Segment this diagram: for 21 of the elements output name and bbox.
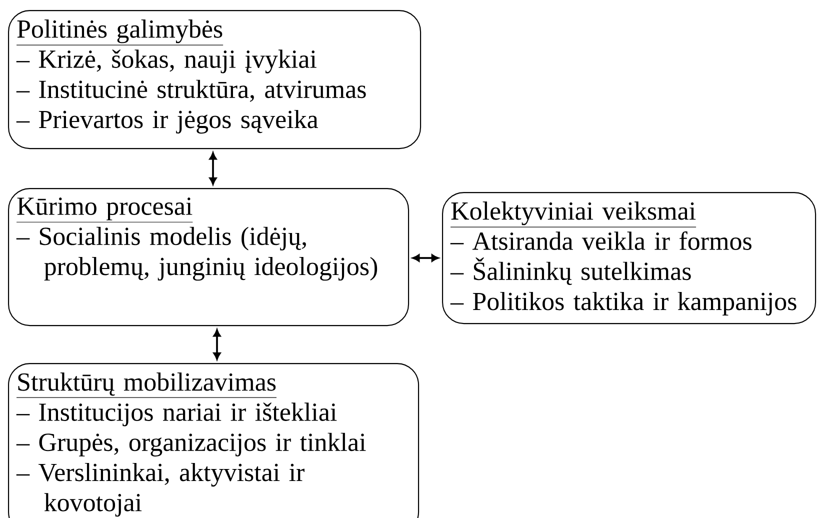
list-item: – Verslininkai, aktyvistai ir kovotojai: [16, 462, 304, 517]
list-item: – Politikos taktika ir kampanijos: [450, 292, 796, 316]
list-item: – Institucinė struktūra, atvirumas: [16, 80, 366, 102]
list-item: – Grupės, organizacijos ir tinklai: [16, 432, 366, 456]
list-item: – Prievartos ir jėgos sąveika: [16, 110, 318, 134]
list-item: – Šalininkų sutelkimas: [450, 258, 691, 285]
rounded-box: [442, 192, 816, 324]
heading: Struktūrų mobilizavimas: [16, 372, 277, 398]
heading: Kolektyviniai veiksmai: [450, 202, 696, 228]
list-item: – Socialinis modelis (idėjų, problemų, junginių ideologijos): [16, 226, 378, 281]
list-item: – Krizė, šokas, nauji įvykiai: [16, 50, 316, 74]
arrow: [412, 254, 439, 262]
rounded-box: [8, 10, 422, 150]
arrow: [209, 152, 217, 185]
arrow: [213, 329, 221, 360]
heading: Politinės galimybės: [16, 20, 224, 46]
rounded-box: [8, 363, 420, 518]
rounded-box: [8, 188, 410, 326]
list-item: – Institucijos nariai ir ištekliai: [16, 402, 337, 426]
heading: Kūrimo procesai: [16, 198, 193, 222]
list-item: – Atsiranda veikla ir formos: [450, 231, 752, 250]
